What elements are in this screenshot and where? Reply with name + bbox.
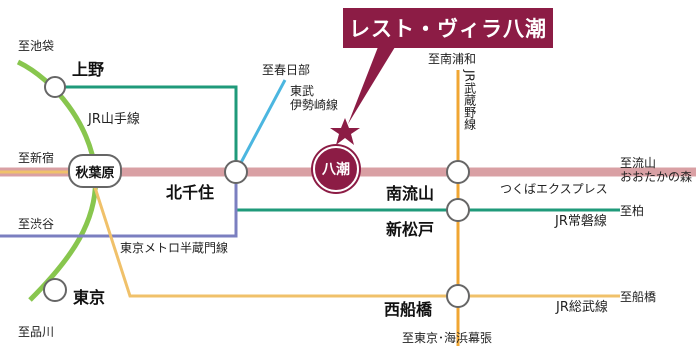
line-label-yamanote: JR山手線	[88, 112, 140, 127]
direction-tokyo-kaihinmakuhari: 至東京･海浜幕張	[402, 331, 493, 345]
line-label-tsukuba: つくばエクスプレス	[500, 182, 608, 196]
station-label-tokyo: 東京	[73, 288, 106, 307]
station-akihabara: 秋葉原	[68, 154, 122, 188]
station-yashio: 八潮	[313, 146, 359, 192]
direction-shinjuku: 至新宿	[18, 151, 55, 165]
property-banner: レスト・ヴィラ八潮	[343, 8, 553, 48]
sobu-line	[0, 170, 620, 298]
star-icon	[330, 118, 360, 145]
station-label-minaminagareyama: 南流山	[386, 184, 435, 203]
station-marker-kitasenju	[224, 160, 248, 184]
direction-funabashi: 至船橋	[620, 290, 657, 304]
hibiya-line	[55, 85, 620, 212]
station-label-shinmatsudo: 新松戸	[386, 220, 435, 239]
direction-shibuya: 至渋谷	[18, 217, 55, 231]
line-label-sobu: JR総武線	[556, 300, 608, 315]
banner-pointer	[348, 47, 395, 124]
tobu-line	[234, 79, 287, 173]
direction-minamiurawa: 至南浦和	[428, 52, 477, 66]
station-marker-minaminagareyama	[446, 160, 470, 184]
station-marker-nishifunabashi	[446, 284, 470, 308]
station-label-ueno: 上野	[72, 60, 105, 79]
line-label-musashino: JR武蔵野線	[462, 70, 477, 130]
station-marker-ueno	[44, 76, 66, 98]
direction-otakanomori: 至流山 おおたかの森	[620, 156, 693, 184]
hanzomon-line	[0, 172, 238, 238]
line-label-joban: JR常磐線	[555, 214, 607, 229]
station-label-nishifunabashi: 西船橋	[384, 300, 433, 319]
station-marker-shinmatsudo	[446, 198, 470, 222]
line-label-hanzomon: 東京メトロ半蔵門線	[120, 241, 229, 255]
direction-ikebukuro: 至池袋	[18, 39, 55, 53]
direction-shinagawa: 至品川	[18, 325, 55, 339]
station-label-kitasenju: 北千住	[166, 183, 215, 202]
station-marker-tokyo	[43, 278, 67, 302]
line-label-tobu: 東武 伊勢崎線	[290, 84, 339, 112]
direction-kashiwa: 至柏	[620, 204, 645, 218]
direction-kasukabe: 至春日部	[262, 63, 311, 77]
